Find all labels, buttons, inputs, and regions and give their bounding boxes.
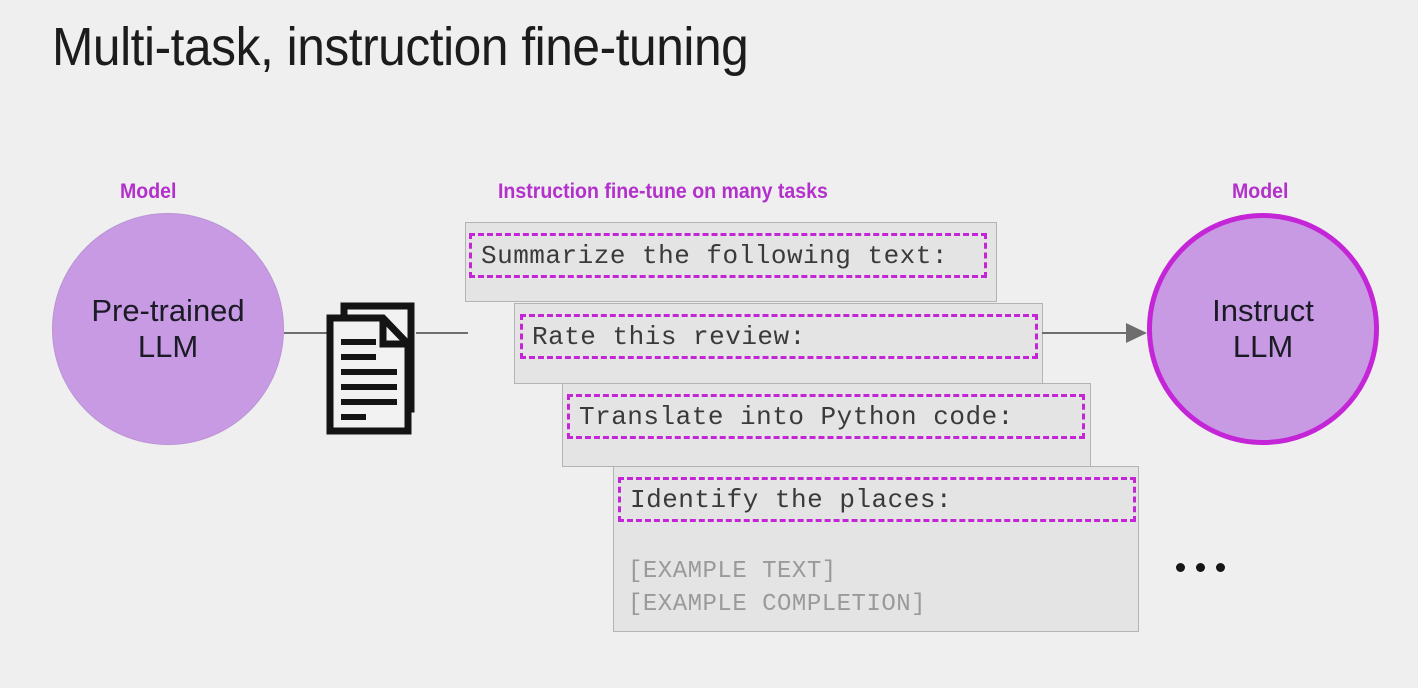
prompt-instruction-box: Identify the places: — [618, 477, 1136, 522]
ellipsis-more-tasks — [1176, 563, 1225, 572]
instruct-llm-line1: Instruct — [1212, 292, 1314, 328]
prompt-instruction-box: Summarize the following text: — [469, 233, 987, 278]
ellipsis-dot — [1196, 563, 1205, 572]
connector-circle-to-documents — [284, 332, 330, 334]
ellipsis-dot — [1216, 563, 1225, 572]
ellipsis-dot — [1176, 563, 1185, 572]
prompt-instruction-box: Translate into Python code: — [567, 394, 1085, 439]
prompt-card[interactable]: Rate this review: — [514, 303, 1043, 384]
connector-documents-to-cards — [416, 332, 468, 334]
prompt-card[interactable]: Summarize the following text: — [465, 222, 997, 302]
pre-trained-llm-circle: Pre-trained LLM — [52, 213, 284, 445]
instruct-llm-circle: Instruct LLM — [1147, 213, 1379, 445]
prompt-instruction-box: Rate this review: — [520, 314, 1038, 359]
pre-trained-llm-line1: Pre-trained — [91, 292, 245, 328]
prompt-card[interactable]: Translate into Python code: — [562, 383, 1091, 467]
prompt-card[interactable]: Identify the places: [EXAMPLE TEXT] [EXA… — [613, 466, 1139, 632]
label-instruction-finetune: Instruction fine-tune on many tasks — [498, 180, 828, 203]
pre-trained-llm-line2: LLM — [137, 329, 199, 364]
documents-icon — [325, 300, 421, 440]
page-title: Multi-task, instruction fine-tuning — [52, 17, 749, 77]
prompt-instruction-text: Summarize the following text: — [481, 240, 948, 271]
instruct-llm-line2: LLM — [1232, 329, 1294, 364]
example-text-placeholder: [EXAMPLE TEXT] — [628, 558, 837, 585]
arrow-head-icon — [1126, 323, 1147, 343]
label-model-right: Model — [1232, 180, 1289, 203]
prompt-instruction-text: Rate this review: — [532, 321, 806, 352]
example-completion-placeholder: [EXAMPLE COMPLETION] — [628, 591, 927, 618]
prompt-instruction-text: Translate into Python code: — [579, 401, 1014, 432]
arrow-cards-to-instruct-llm — [1042, 332, 1130, 334]
label-model-left: Model — [120, 180, 177, 203]
prompt-instruction-text: Identify the places: — [630, 484, 953, 515]
